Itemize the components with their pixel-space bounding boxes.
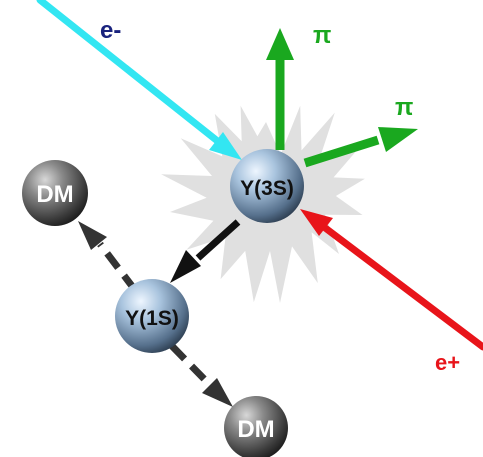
invisible-decay-arrow-up	[78, 221, 138, 293]
electron-label: e-	[100, 17, 121, 44]
positron-label: e+	[435, 350, 460, 375]
dark-matter-sphere-2	[224, 396, 288, 457]
upsilon-3s-sphere	[230, 149, 304, 223]
dark-matter-sphere-1	[22, 160, 88, 226]
pion-label-1: π	[313, 22, 331, 49]
dark-matter-label-1: DM	[36, 181, 73, 208]
dark-matter-label-2: DM	[237, 416, 274, 443]
positron-arrow	[300, 209, 483, 351]
pion-label-2: π	[395, 94, 413, 121]
upsilon-1s-sphere	[115, 279, 189, 353]
pion-arrow-up	[266, 28, 294, 150]
invisible-decay-arrow-down	[169, 343, 233, 407]
decay-arrow	[170, 219, 241, 283]
upsilon-1s-label: Υ(1S)	[125, 307, 179, 330]
pion-arrow-right	[303, 127, 418, 168]
electron-arrow	[36, 0, 242, 160]
upsilon-3s-label: Υ(3S)	[240, 177, 294, 200]
